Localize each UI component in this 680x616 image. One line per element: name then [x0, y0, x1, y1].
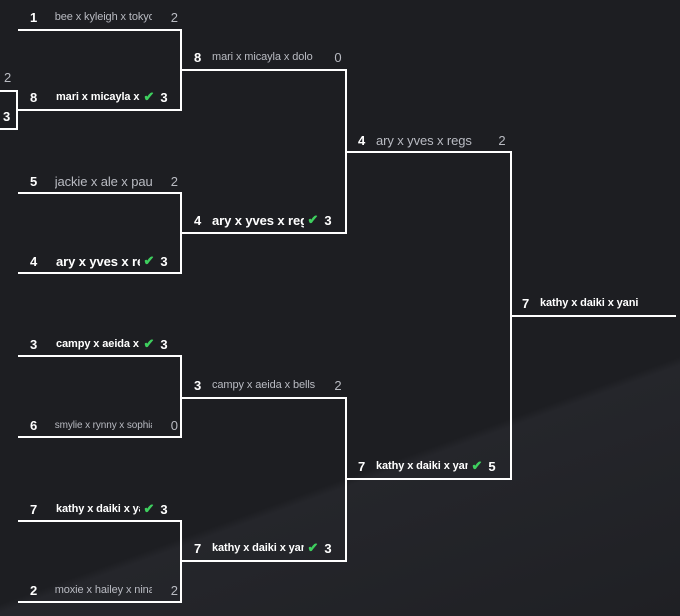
seed-number: 3: [194, 377, 202, 393]
checkmark-icon: ✔: [143, 253, 155, 268]
team-name: moxie x hailey x nina: [54, 584, 152, 596]
team-score: 0: [334, 49, 342, 65]
r2-line-2: [182, 232, 347, 234]
team-name: smylie x rynny x sophia: [54, 419, 152, 431]
checkmark-icon: ✔: [143, 336, 155, 351]
r3-line-2: [347, 478, 512, 480]
r3-line-1: [347, 151, 512, 153]
seed-number: 7: [194, 540, 202, 556]
r1-line-2: [18, 109, 182, 111]
seed-number: 8: [30, 89, 38, 105]
r1-slot-3[interactable]: 5 jackie x ale x pau 2: [30, 169, 180, 193]
champion-line: [512, 315, 676, 317]
seed-number: 4: [194, 212, 202, 228]
r2-slot-4[interactable]: 7 kathy x daiki x yani ✔ 3: [194, 536, 344, 560]
team-name: campy x aeida x bells: [212, 379, 316, 391]
team-name: campy x aeida x bells: [56, 338, 140, 350]
seed-number: 6: [30, 417, 38, 433]
edge-connector-vertical: [16, 90, 18, 130]
r3-connector-1: [510, 151, 512, 480]
champion-name: kathy x daiki x yani: [540, 297, 639, 309]
team-name: ary x yves x regs: [56, 253, 140, 269]
team-name: mari x micayla x dolo: [212, 51, 313, 63]
checkmark-icon: ✔: [143, 501, 155, 516]
checkmark-icon: ✔: [307, 540, 319, 555]
seed-number: 8: [194, 49, 202, 65]
r2-slot-3[interactable]: 3 campy x aeida x bells 2: [194, 373, 344, 397]
r1-slot-7[interactable]: 7 kathy x daiki x yani ✔ 3: [30, 497, 180, 521]
r1-line-4: [18, 272, 182, 274]
r1-slot-8[interactable]: 2 moxie x hailey x nina 2: [30, 578, 180, 602]
r1-line-5: [18, 355, 182, 357]
team-score: 3: [160, 501, 168, 517]
checkmark-icon: ✔: [471, 458, 483, 473]
r3-slot-1[interactable]: 4 ary x yves x regs 2: [358, 128, 508, 152]
edge-bottom-score: 3: [3, 109, 11, 124]
edge-top-score: 2: [4, 70, 12, 85]
seed-number: 1: [30, 9, 38, 25]
team-score: 3: [160, 89, 168, 105]
team-name: ary x yves x regs: [212, 212, 304, 228]
checkmark-icon: ✔: [307, 212, 319, 227]
edge-connector-bottom: [0, 128, 18, 130]
r2-line-4: [182, 560, 347, 562]
r1-line-1: [18, 29, 182, 31]
team-name: mari x micayla x dolo: [56, 91, 140, 103]
team-score: 3: [160, 336, 168, 352]
team-score: 2: [498, 132, 506, 148]
r2-slot-2[interactable]: 4 ary x yves x regs ✔ 3: [194, 208, 344, 232]
seed-number: 3: [30, 336, 38, 352]
team-score: 2: [170, 582, 178, 598]
team-name: kathy x daiki x yani: [212, 542, 304, 554]
champion-slot[interactable]: 7 kathy x daiki x yani: [522, 291, 678, 315]
r2-line-1: [182, 69, 347, 71]
team-name: bee x kyleigh x tokyo: [54, 11, 152, 23]
r1-slot-6[interactable]: 6 smylie x rynny x sophia 0: [30, 413, 180, 437]
team-score: 0: [170, 417, 178, 433]
seed-number: 2: [30, 582, 38, 598]
r1-slot-1[interactable]: 1 bee x kyleigh x tokyo 2: [30, 5, 180, 29]
r1-connector-2: [180, 192, 182, 274]
checkmark-icon: ✔: [143, 89, 155, 104]
r1-slot-2[interactable]: 8 mari x micayla x dolo ✔ 3: [30, 85, 180, 109]
team-score: 2: [334, 377, 342, 393]
team-score: 2: [170, 173, 178, 189]
r1-line-8: [18, 601, 182, 603]
seed-number: 5: [30, 173, 38, 189]
r2-slot-1[interactable]: 8 mari x micayla x dolo 0: [194, 45, 344, 69]
team-score: 5: [488, 458, 496, 474]
r1-slot-5[interactable]: 3 campy x aeida x bells ✔ 3: [30, 332, 180, 356]
seed-number: 7: [30, 501, 38, 517]
r1-connector-4: [180, 520, 182, 603]
r1-slot-4[interactable]: 4 ary x yves x regs ✔ 3: [30, 249, 180, 273]
r1-connector-1: [180, 29, 182, 111]
r3-slot-2[interactable]: 7 kathy x daiki x yani ✔ 5: [358, 454, 508, 478]
team-score: 2: [170, 9, 178, 25]
r1-line-3: [18, 192, 182, 194]
seed-number: 7: [358, 458, 366, 474]
team-score: 3: [324, 540, 332, 556]
seed-number: 4: [30, 253, 38, 269]
edge-connector-top: [0, 90, 18, 92]
team-score: 3: [324, 212, 332, 228]
r1-line-7: [18, 520, 182, 522]
r1-connector-3: [180, 355, 182, 438]
champion-seed: 7: [522, 295, 530, 311]
r1-line-6: [18, 436, 182, 438]
team-name: kathy x daiki x yani: [56, 503, 140, 515]
r2-line-3: [182, 397, 347, 399]
r2-connector-2: [345, 397, 347, 562]
r2-connector-1: [345, 69, 347, 234]
seed-number: 4: [358, 132, 366, 148]
team-name: kathy x daiki x yani: [376, 460, 468, 472]
team-name: jackie x ale x pau: [54, 173, 152, 189]
team-score: 3: [160, 253, 168, 269]
team-name: ary x yves x regs: [376, 132, 472, 148]
